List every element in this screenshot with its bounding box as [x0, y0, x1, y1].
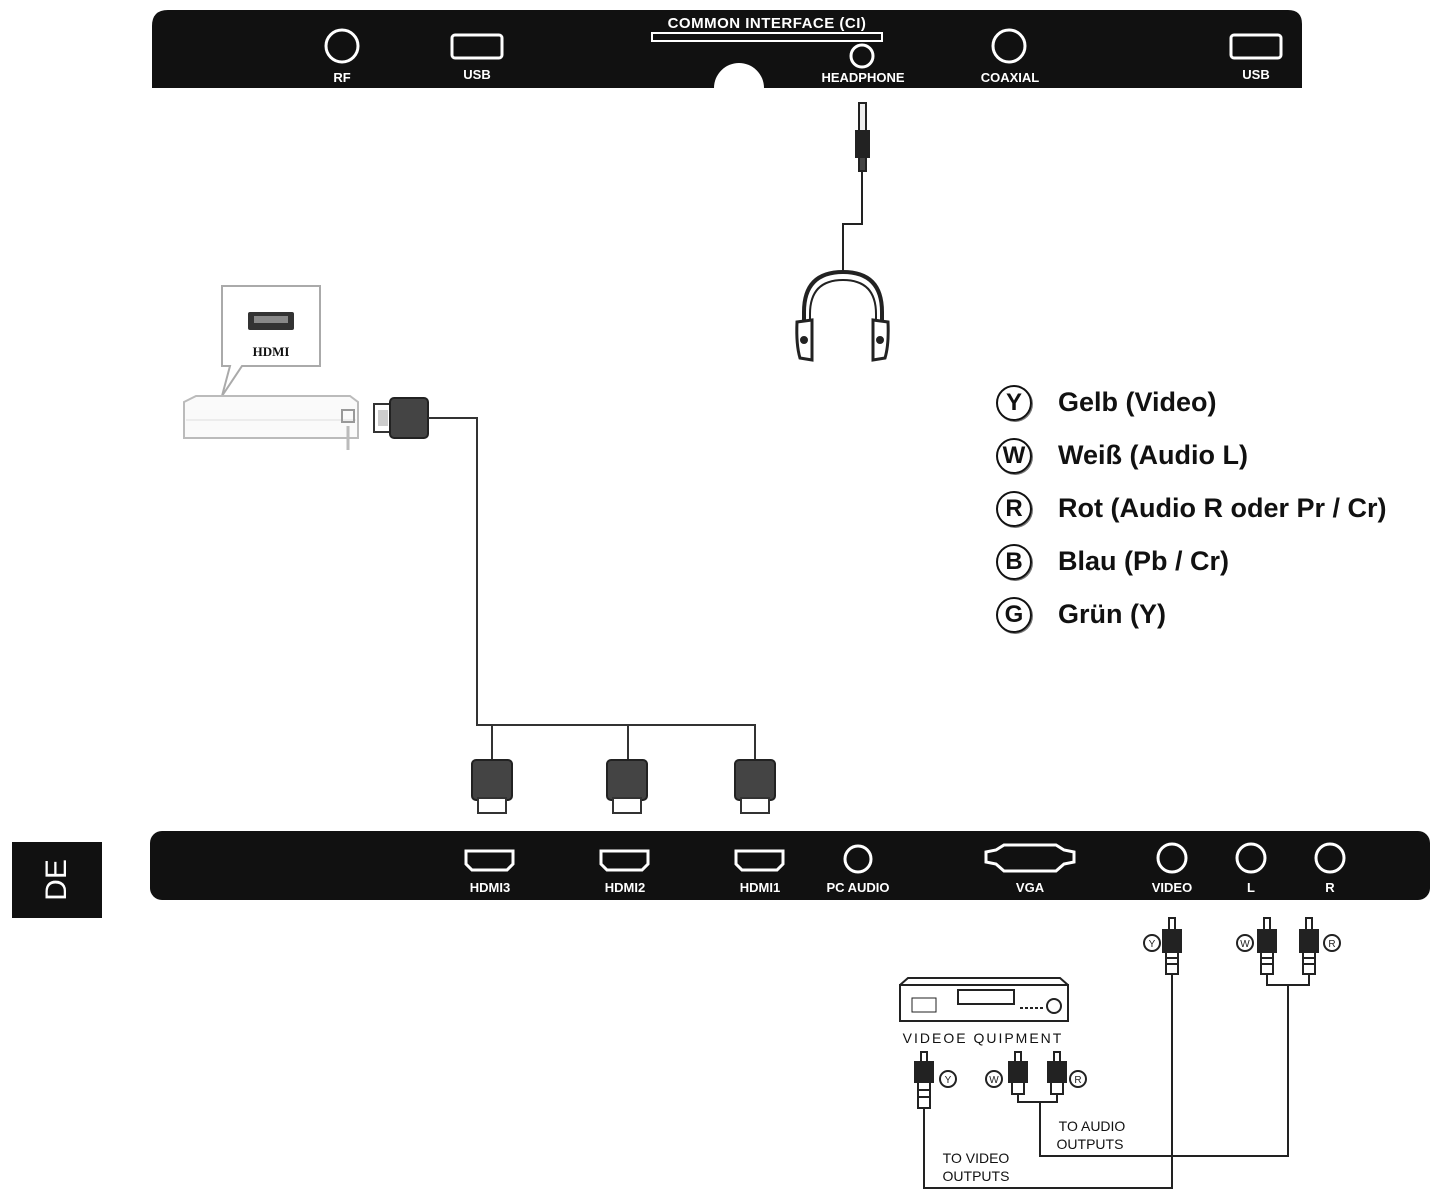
language-tab-label: DE	[40, 859, 73, 901]
top-connector-panel: COMMON INTERFACE (CI) RF USB HEADPHONE C…	[152, 10, 1302, 88]
legend-row-blue: B Blau (Pb / Cr)	[996, 535, 1426, 588]
to-audio-outputs-line2: OUTPUTS	[1057, 1136, 1124, 1152]
video-equipment: VIDEOE QUIPMENT Y W R TO VIDEO OUTPUTS T…	[899, 977, 1126, 1184]
legend-row-red: R Rot (Audio R oder Pr / Cr)	[996, 482, 1426, 535]
hdmi-plug-hdmi2	[606, 759, 648, 814]
legend-badge-y: Y	[996, 384, 1032, 421]
svg-text:W: W	[1240, 939, 1250, 950]
headphone-port-label: HEADPHONE	[821, 70, 904, 85]
rca-plug-video-tv: Y	[1143, 917, 1182, 975]
headphone-port-icon	[849, 43, 875, 69]
headphones-icon	[795, 102, 890, 362]
to-video-outputs-line1: TO VIDEO	[943, 1150, 1010, 1166]
marker-r-icon	[1323, 934, 1341, 952]
hdmi2-port-icon	[599, 849, 650, 872]
hdmi1-port-icon	[734, 849, 785, 872]
to-video-outputs-line2: OUTPUTS	[943, 1168, 1010, 1184]
usb-port-icon	[450, 33, 504, 60]
hdmi2-port-label: HDMI2	[605, 880, 645, 895]
rf-port-icon	[324, 28, 360, 64]
hdmi-callout-label: HDMI	[253, 344, 290, 359]
marker-y-icon	[1143, 934, 1161, 952]
usb-port-label: USB	[463, 67, 490, 82]
vga-port-label: VGA	[1016, 880, 1045, 895]
legend-row-green: G Grün (Y)	[996, 588, 1426, 641]
svg-text:W: W	[989, 1075, 999, 1086]
legend-text-blue: Blau (Pb / Cr)	[1058, 546, 1230, 576]
svg-text:R: R	[1328, 939, 1335, 950]
video-port-label: VIDEO	[1152, 880, 1192, 895]
vga-port-icon	[984, 843, 1076, 873]
pc-audio-port-icon	[843, 844, 873, 874]
audio-r-port-icon	[1314, 842, 1346, 874]
bottom-connector-panel: HDMI3 HDMI2 HDMI1 PC AUDIO VGA VIDEO L R	[150, 831, 1430, 900]
legend-badge-w: W	[996, 437, 1032, 474]
rca-plugs-tv-side: Y W R	[923, 917, 1341, 1189]
svg-text:R: R	[1074, 1075, 1081, 1086]
color-legend: Y Gelb (Video) W Weiß (Audio L) R Rot (A…	[996, 376, 1426, 641]
rca-plug-l-tv: W	[1236, 917, 1277, 975]
coaxial-port-icon	[991, 28, 1027, 64]
audio-l-port-icon	[1235, 842, 1267, 874]
rf-port-label: RF	[333, 70, 350, 85]
legend-text-white: Weiß (Audio L)	[1058, 440, 1248, 470]
audio-l-port-label: L	[1247, 880, 1255, 895]
legend-badge-g: G	[996, 596, 1032, 633]
svg-text:Y: Y	[1149, 939, 1156, 950]
hdmi1-port-label: HDMI1	[740, 880, 780, 895]
video-port-icon	[1156, 842, 1188, 874]
legend-text-green: Grün (Y)	[1058, 599, 1166, 629]
usb-port-2-icon	[1229, 33, 1283, 60]
svg-text:Y: Y	[945, 1075, 952, 1086]
ci-slot	[651, 32, 883, 42]
audio-r-port-label: R	[1325, 880, 1335, 895]
hdmi3-port-icon	[464, 849, 515, 872]
hdmi-plug-hdmi3	[471, 759, 513, 814]
hdmi3-port-label: HDMI3	[470, 880, 510, 895]
hdmi-cable	[373, 397, 776, 814]
ci-label: COMMON INTERFACE (CI)	[668, 15, 867, 32]
marker-w-icon	[1236, 934, 1254, 952]
to-audio-outputs-line1: TO AUDIO	[1059, 1118, 1126, 1134]
legend-text-red: Rot (Audio R oder Pr / Cr)	[1058, 493, 1387, 523]
hdmi-plug-hdmi1	[734, 759, 776, 814]
language-tab: DE	[12, 842, 102, 918]
pc-audio-port-label: PC AUDIO	[826, 880, 889, 895]
usb-port-2-label: USB	[1242, 67, 1269, 82]
hdmi-source-device: HDMI	[183, 285, 359, 450]
legend-row-white: W Weiß (Audio L)	[996, 429, 1426, 482]
legend-badge-r: R	[996, 490, 1032, 527]
coaxial-port-label: COAXIAL	[981, 70, 1040, 85]
legend-badge-b: B	[996, 543, 1032, 580]
legend-row-yellow: Y Gelb (Video)	[996, 376, 1426, 429]
legend-text-yellow: Gelb (Video)	[1058, 387, 1217, 417]
rca-plug-r-tv: R	[1299, 917, 1341, 975]
video-equipment-label: VIDEOE QUIPMENT	[903, 1030, 1064, 1046]
